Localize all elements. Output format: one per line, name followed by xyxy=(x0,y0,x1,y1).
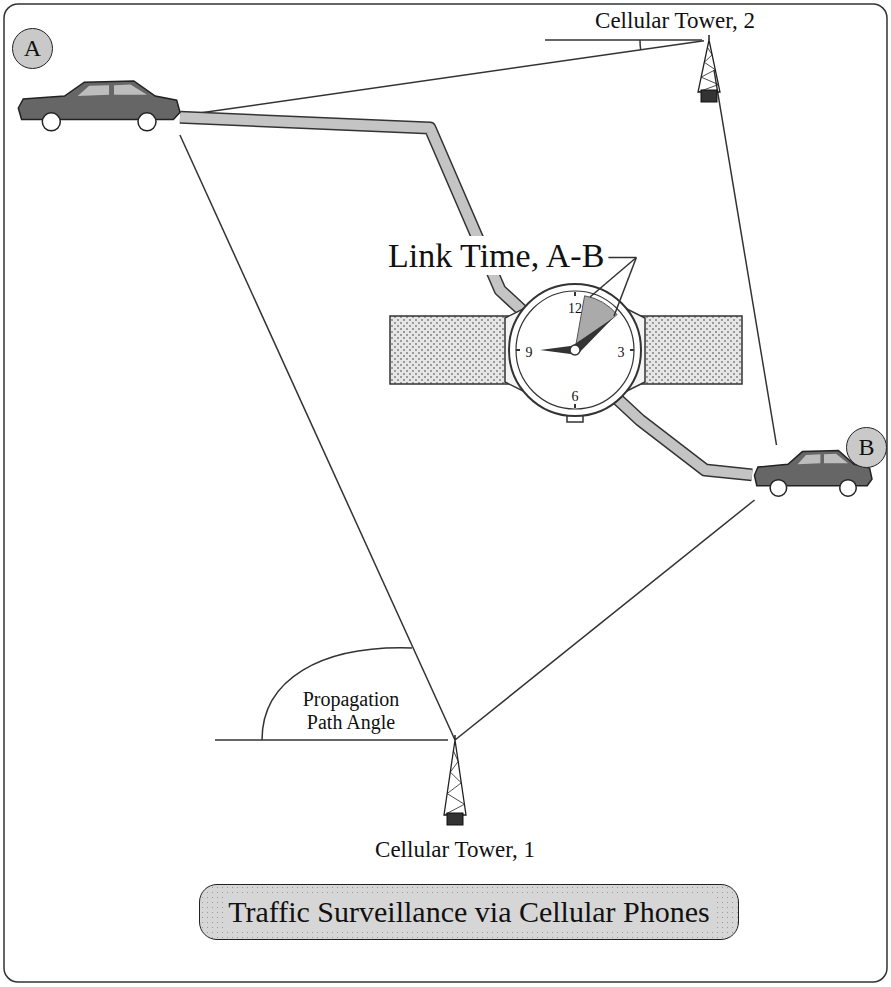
tower-base xyxy=(447,813,463,825)
angle-arc xyxy=(639,40,641,50)
tower-brace xyxy=(447,783,461,794)
title-band: Traffic Surveillance via Cellular Phones xyxy=(199,884,739,940)
leader-line xyxy=(608,257,636,259)
car-body xyxy=(18,81,180,119)
car-window xyxy=(114,85,147,95)
angle-arc xyxy=(262,648,412,740)
outer-frame xyxy=(4,4,887,982)
tower-brace xyxy=(447,794,464,805)
tower-illustration xyxy=(692,40,726,102)
tick-mark xyxy=(574,404,576,408)
tower-brace xyxy=(707,47,712,54)
watch-strap xyxy=(630,316,742,384)
tower-brace xyxy=(453,751,458,762)
tower-frame xyxy=(444,740,466,815)
clock-numeral: 3 xyxy=(617,346,626,360)
car-wheel xyxy=(770,480,787,497)
tower-spike xyxy=(708,35,710,40)
link-band-outline xyxy=(180,117,752,475)
tower-base xyxy=(701,90,717,102)
vehicle-letter: A xyxy=(12,28,53,69)
title-text: Traffic Surveillance via Cellular Phones xyxy=(224,895,714,929)
car-window xyxy=(824,454,848,463)
propagation-path xyxy=(180,41,704,116)
clock-numeral: 6 xyxy=(571,390,580,404)
reference-line xyxy=(215,739,448,741)
propagation-path xyxy=(714,70,777,445)
car-window xyxy=(798,454,821,464)
hand-pivot xyxy=(570,345,580,355)
tower-label: Cellular Tower, 2 xyxy=(595,8,755,34)
car-wheel xyxy=(138,113,156,131)
tower-brace xyxy=(701,70,715,77)
vehicle-letter: B xyxy=(846,427,887,468)
watch-bezel xyxy=(509,284,641,416)
tower-node: Cellular Tower, 2 xyxy=(704,40,714,102)
car-wheel xyxy=(840,480,857,497)
car-node: B xyxy=(752,445,872,500)
angle-label: Propagation Path Angle xyxy=(292,688,410,734)
leader-line xyxy=(614,258,636,316)
car-wheel xyxy=(42,113,60,131)
tower-label: Cellular Tower, 1 xyxy=(375,837,535,863)
tower-brace xyxy=(701,77,718,84)
tick-mark xyxy=(574,292,576,296)
propagation-path xyxy=(180,135,455,740)
tower-brace xyxy=(450,772,461,783)
tower-brace xyxy=(450,761,458,772)
reference-line xyxy=(545,39,702,41)
car-node: A xyxy=(15,75,180,135)
tower-brace xyxy=(704,55,712,62)
link-band xyxy=(180,117,752,475)
clock-numeral: 9 xyxy=(525,346,534,360)
tick-mark xyxy=(516,349,520,351)
propagation-path xyxy=(455,500,755,740)
tick-mark xyxy=(630,349,634,351)
car-window xyxy=(78,85,109,96)
watch-strap xyxy=(390,316,520,384)
car-illustration xyxy=(15,75,180,135)
clock-numeral: 12 xyxy=(567,302,583,316)
tower-illustration xyxy=(438,740,472,825)
tower-spike xyxy=(454,735,456,740)
tower-frame xyxy=(698,40,720,92)
tower-node: Cellular Tower, 1 xyxy=(450,740,460,825)
link-time-label: Link Time, A-B xyxy=(388,236,604,275)
tower-brace xyxy=(704,62,715,69)
